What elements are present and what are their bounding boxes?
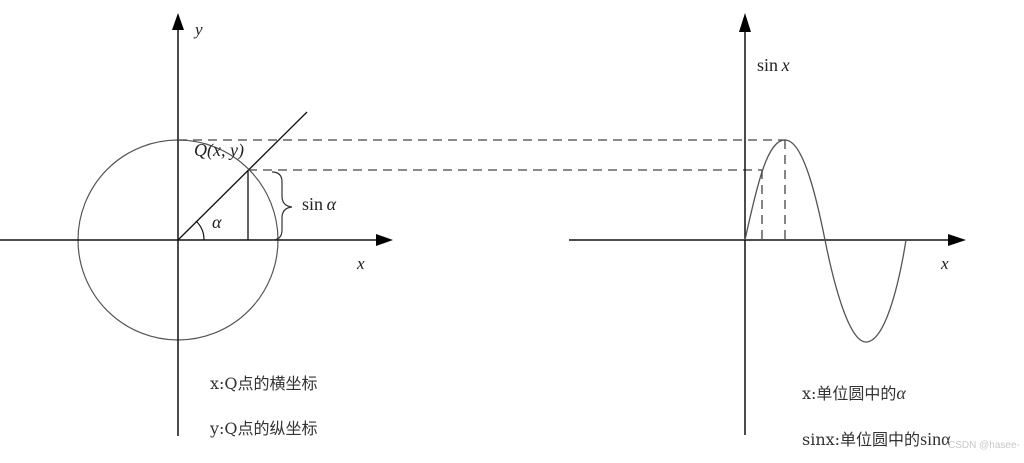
sin-text: sin <box>302 194 324 214</box>
radius-ray <box>177 111 308 241</box>
right-x-axis-label: x <box>941 254 949 273</box>
sin-alpha-label: sin α <box>302 194 336 215</box>
sin-alpha-symbol: sinα <box>920 429 951 449</box>
left-y-arrow-icon <box>172 13 184 30</box>
sin-brace <box>271 171 293 241</box>
angle-arc <box>195 220 205 241</box>
sine-graph <box>569 13 966 435</box>
alpha-symbol: α <box>896 383 906 403</box>
note-text: x:单位圆中的 <box>802 384 897 403</box>
sin-text: sin <box>757 55 779 75</box>
note-y-definition: y:Q点的纵坐标 <box>210 419 318 438</box>
note-x-definition: x:Q点的横坐标 <box>210 374 318 393</box>
right-x-arrow-icon <box>948 234 966 246</box>
note-right-x-definition: x:单位圆中的α <box>802 380 906 404</box>
left-x-arrow-icon <box>376 234 393 246</box>
left-y-axis-label: y <box>195 20 203 39</box>
note-text: sinx:单位圆中的 <box>802 430 921 449</box>
alpha-symbol: α <box>326 194 337 214</box>
point-q-label: Q(x, y) <box>194 140 244 160</box>
right-y-axis-label: sin x <box>757 55 790 76</box>
unit-circle-diagram <box>0 13 393 436</box>
watermark: CSDN @hasee- <box>948 440 1020 451</box>
x-var: x <box>781 55 790 75</box>
sine-curve <box>744 139 907 343</box>
note-right-sinx-definition: sinx:单位圆中的sinα <box>802 426 951 450</box>
angle-alpha-label: α <box>212 212 222 232</box>
left-x-axis-label: x <box>357 254 365 273</box>
right-y-arrow-icon <box>739 13 751 32</box>
